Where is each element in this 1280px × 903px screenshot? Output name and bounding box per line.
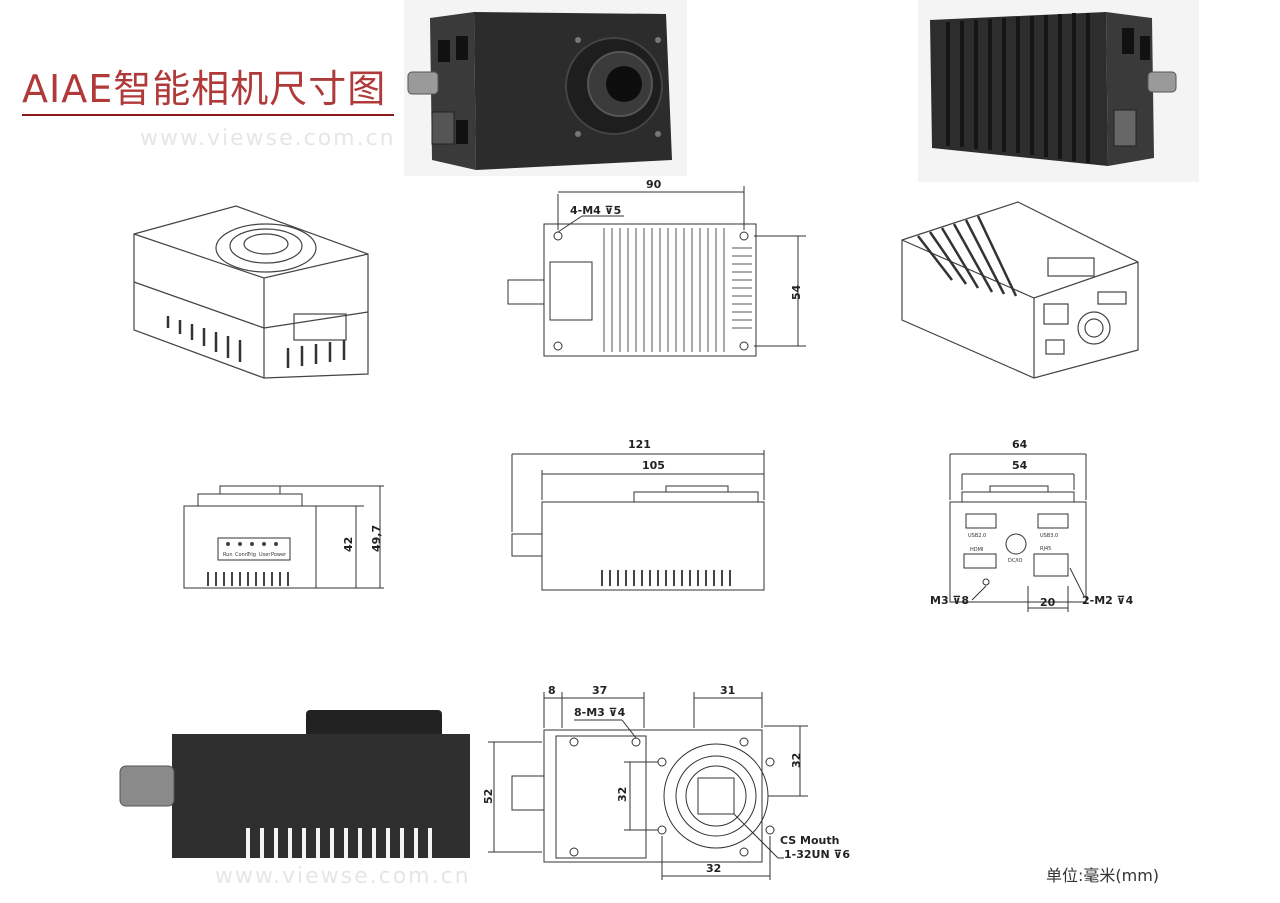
camera-front-photo — [404, 0, 687, 176]
side-view-drawing: 121 105 — [511, 438, 765, 591]
port-label-usb2: USB2.0 — [968, 533, 986, 539]
title-underline — [22, 114, 394, 116]
note-bottom-holes: 8-M3 ⊽4 — [574, 706, 626, 719]
port-label-dcio: DC/IO — [1008, 558, 1023, 564]
led-label-trig: Trig — [246, 552, 256, 558]
led-label-conn: Conn — [235, 552, 248, 558]
dim-overall-length: 121 — [628, 438, 651, 451]
dim-32-right: 32 — [790, 753, 803, 768]
port-label-hdmi: HDMI — [970, 547, 983, 553]
dim-52: 52 — [482, 789, 495, 804]
led-label-user: User — [259, 552, 271, 558]
dim-32-bottom: 32 — [706, 862, 721, 875]
led-label-power: Power — [271, 552, 287, 558]
note-rear-right-holes: 2-M2 ⊽4 — [1082, 594, 1134, 607]
camera-iso-view-right — [901, 201, 1139, 379]
cs-mouth-label: CS Mouth — [780, 834, 839, 847]
front-left-view-drawing: Run Conn Trig User Power 42 49,7 — [183, 485, 384, 589]
camera-rear-photo — [918, 0, 1199, 182]
dim-top-width: 90 — [646, 178, 662, 191]
camera-side-photo — [119, 710, 470, 858]
note-rear-left-hole: M3 ⊽8 — [930, 594, 970, 607]
dim-body-height: 42 — [342, 537, 355, 552]
rear-view-drawing: USB2.0 USB3.0 HDMI DC/IO RJ45 64 54 20 — [949, 438, 1087, 612]
led-label-run: Run — [223, 552, 233, 558]
port-label-rj45: RJ45 — [1040, 546, 1051, 552]
page-title: AIAE智能相机尺寸图 — [22, 67, 387, 111]
watermark-top: www.viewse.com.cn — [140, 126, 396, 151]
dim-port-spacing: 20 — [1040, 596, 1056, 609]
dim-8: 8 — [548, 684, 556, 697]
cs-thread-label: 1-32UN ⊽6 — [784, 848, 850, 861]
dim-body-length: 105 — [642, 459, 665, 472]
watermark-bottom: www.viewse.com.cn — [215, 864, 471, 889]
dim-31: 31 — [720, 684, 735, 697]
top-view-drawing: 90 4-M4 ⊽5 54 — [507, 178, 806, 357]
dim-total-height: 49,7 — [370, 525, 383, 552]
unit-label: 单位:毫米(mm) — [1046, 866, 1160, 885]
dim-top-height: 54 — [790, 284, 803, 300]
dim-32-left: 32 — [616, 787, 629, 802]
port-label-usb3: USB3.0 — [1040, 533, 1058, 539]
dim-body-width: 54 — [1012, 459, 1028, 472]
note-top-holes: 4-M4 ⊽5 — [570, 204, 621, 217]
dim-overall-width: 64 — [1012, 438, 1028, 451]
camera-iso-view-left — [133, 205, 369, 379]
dim-37: 37 — [592, 684, 607, 697]
bottom-view-drawing: 8 37 31 8-M3 ⊽4 52 32 32 32 CS Mouth 1-3… — [482, 684, 850, 880]
